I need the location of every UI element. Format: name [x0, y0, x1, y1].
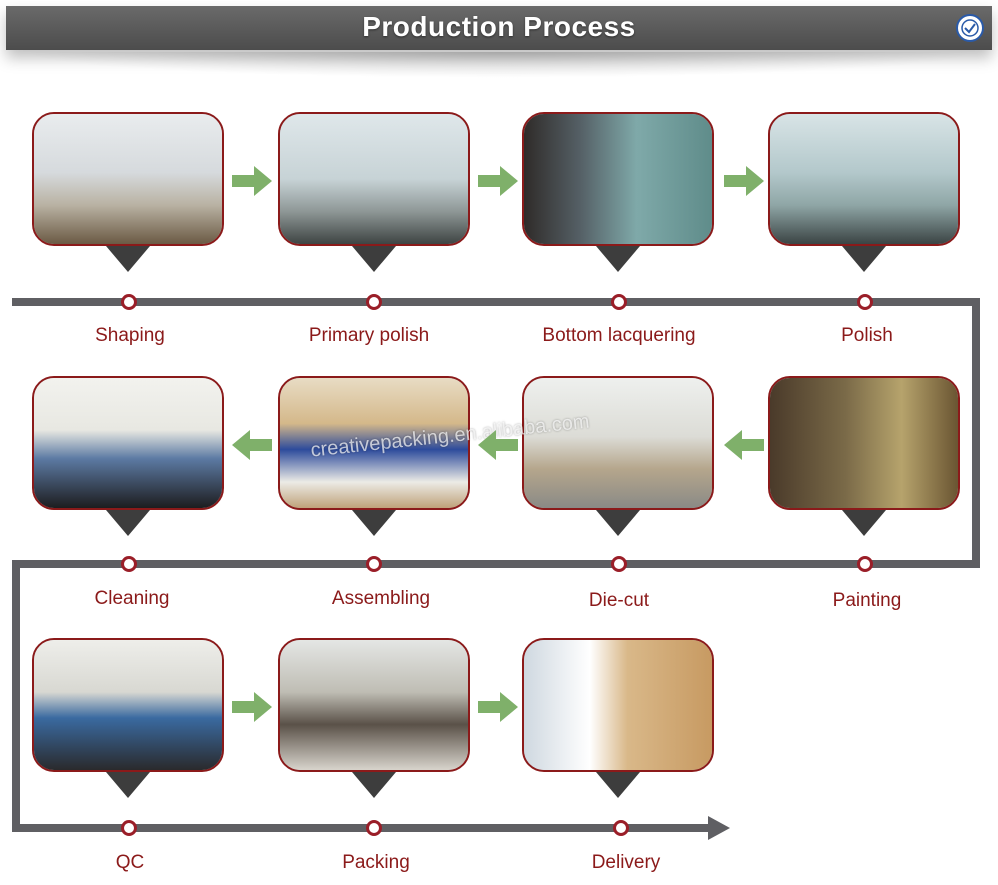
track-row-2 — [12, 560, 980, 568]
header-shadow — [20, 52, 978, 78]
node-shaping — [121, 294, 137, 310]
label-primary-polish: Primary polish — [308, 325, 430, 346]
photo-die-cut — [522, 376, 714, 510]
track-right-turn — [972, 298, 980, 568]
node-bottom-lacquering — [611, 294, 627, 310]
photo-primary-polish — [278, 112, 470, 246]
photo-packing — [278, 638, 470, 772]
node-die-cut — [611, 556, 627, 572]
pointer-qc — [106, 772, 150, 798]
node-polish — [857, 294, 873, 310]
pointer-packing — [352, 772, 396, 798]
photo-cleaning — [32, 376, 224, 510]
track-row-1 — [12, 298, 980, 306]
node-packing — [366, 820, 382, 836]
node-painting — [857, 556, 873, 572]
label-shaping: Shaping — [95, 325, 165, 346]
pointer-painting — [842, 510, 886, 536]
pointer-cleaning — [106, 510, 150, 536]
photo-assembling — [278, 376, 470, 510]
page-title: Production Process — [362, 11, 636, 42]
photo-painting — [768, 376, 960, 510]
photo-shaping — [32, 112, 224, 246]
header-bar: Production Process — [6, 6, 992, 50]
label-delivery: Delivery — [591, 852, 661, 873]
node-assembling — [366, 556, 382, 572]
photo-qc — [32, 638, 224, 772]
label-qc: QC — [115, 852, 145, 873]
pointer-delivery — [596, 772, 640, 798]
track-row-3 — [12, 824, 712, 832]
pointer-polish — [842, 246, 886, 272]
certification-seal-icon — [956, 14, 984, 42]
flow-arrow-right-icon — [478, 166, 518, 196]
node-delivery — [613, 820, 629, 836]
photo-bottom-lacquering — [522, 112, 714, 246]
pointer-bottom-lacquering — [596, 246, 640, 272]
node-primary-polish — [366, 294, 382, 310]
label-bottom-lacquering: Bottom lacquering — [542, 325, 696, 346]
label-painting: Painting — [832, 590, 902, 611]
flow-arrow-left-icon — [724, 430, 764, 460]
pointer-shaping — [106, 246, 150, 272]
flow-arrow-right-icon — [478, 692, 518, 722]
label-die-cut: Die-cut — [588, 590, 650, 611]
flow-arrow-left-icon — [232, 430, 272, 460]
photo-delivery — [522, 638, 714, 772]
pointer-die-cut — [596, 510, 640, 536]
pointer-assembling — [352, 510, 396, 536]
flow-arrow-left-icon — [478, 430, 518, 460]
flow-arrow-right-icon — [724, 166, 764, 196]
pointer-primary-polish — [352, 246, 396, 272]
flow-arrow-right-icon — [232, 692, 272, 722]
flow-arrow-right-icon — [232, 166, 272, 196]
label-packing: Packing — [342, 852, 410, 873]
node-cleaning — [121, 556, 137, 572]
track-left-turn — [12, 560, 20, 832]
photo-polish — [768, 112, 960, 246]
label-assembling: Assembling — [331, 588, 431, 609]
label-cleaning: Cleaning — [94, 588, 170, 609]
label-polish: Polish — [841, 325, 893, 346]
node-qc — [121, 820, 137, 836]
track-end-arrow-icon — [708, 816, 730, 840]
